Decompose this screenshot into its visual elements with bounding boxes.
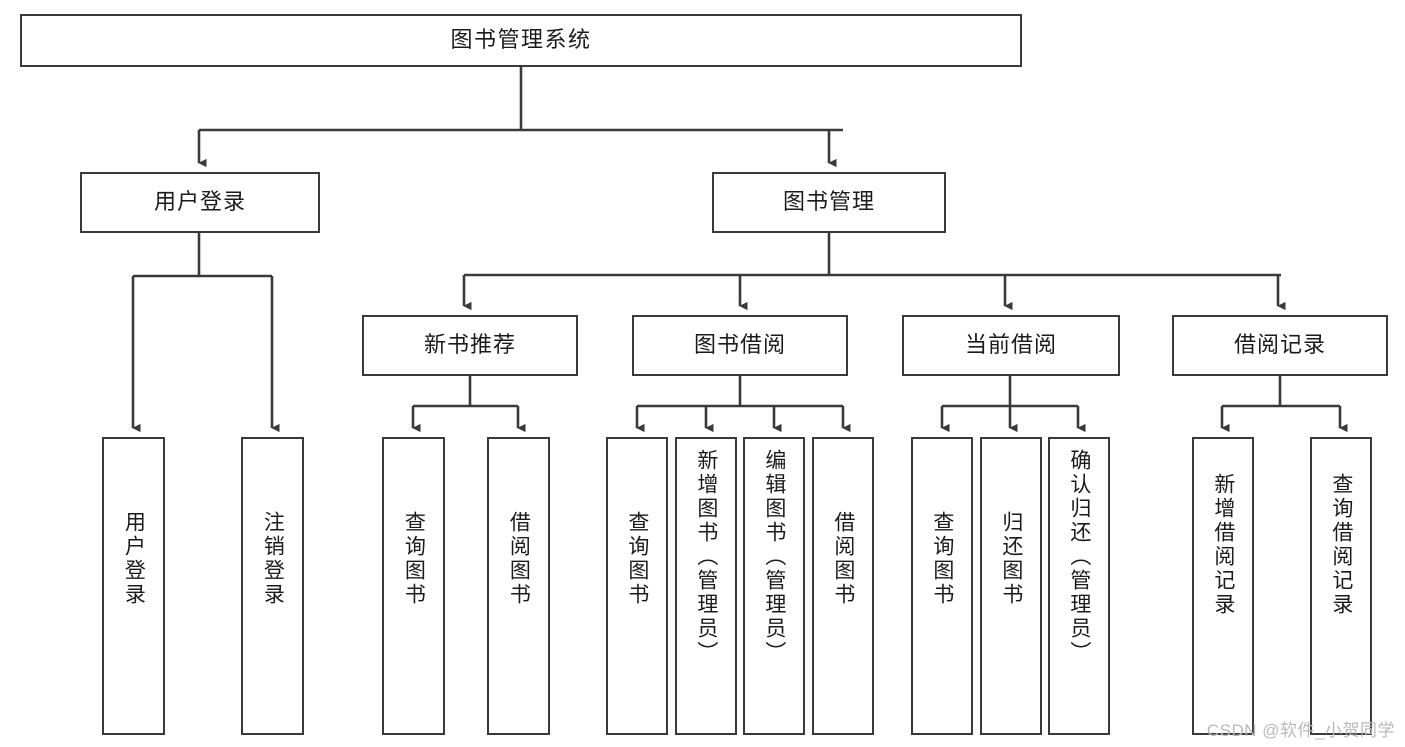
leaf-add-book[interactable]: 新增图书（管理员） — [675, 437, 737, 735]
node-label: 查询图书 — [402, 511, 426, 607]
leaf-add-borrow-record[interactable]: 新增借阅记录 — [1192, 437, 1254, 735]
node-label: 图书管理 — [782, 189, 875, 215]
node-label: 新增借阅记录 — [1211, 473, 1235, 617]
node-label: 查询借阅记录 — [1329, 473, 1353, 617]
node-label: 图书管理系统 — [450, 27, 592, 53]
leaf-return-book[interactable]: 归还图书 — [980, 437, 1042, 735]
node-label: 新增图书（管理员） — [694, 449, 718, 665]
leaf-user-login[interactable]: 用户登录 — [102, 437, 165, 735]
node-label: 用户登录 — [153, 189, 246, 215]
node-label: 当前借阅 — [964, 332, 1057, 358]
node-label: 借阅图书 — [831, 511, 855, 607]
node-book-management[interactable]: 图书管理 — [712, 172, 946, 233]
leaf-query-book-borrow[interactable]: 查询图书 — [606, 437, 668, 735]
node-label: 查询图书 — [625, 511, 649, 607]
node-label: 新书推荐 — [423, 332, 516, 358]
leaf-query-book-current[interactable]: 查询图书 — [911, 437, 973, 735]
node-book-borrow[interactable]: 图书借阅 — [632, 315, 848, 376]
node-borrow-record[interactable]: 借阅记录 — [1172, 315, 1388, 376]
node-label: 借阅图书 — [507, 511, 531, 607]
node-label: 确认归还（管理员） — [1067, 449, 1091, 665]
node-label: 归还图书 — [999, 511, 1023, 607]
leaf-confirm-return[interactable]: 确认归还（管理员） — [1048, 437, 1110, 735]
leaf-borrow-book[interactable]: 借阅图书 — [812, 437, 874, 735]
node-current-borrow[interactable]: 当前借阅 — [902, 315, 1120, 376]
node-label: 查询图书 — [930, 511, 954, 607]
leaf-query-book-recommend[interactable]: 查询图书 — [382, 437, 445, 735]
node-label: 借阅记录 — [1233, 332, 1326, 358]
leaf-logout-login[interactable]: 注销登录 — [241, 437, 304, 735]
leaf-edit-book[interactable]: 编辑图书（管理员） — [743, 437, 805, 735]
node-root-book-management-system[interactable]: 图书管理系统 — [20, 14, 1022, 67]
leaf-borrow-book-recommend[interactable]: 借阅图书 — [487, 437, 550, 735]
leaf-query-borrow-record[interactable]: 查询借阅记录 — [1310, 437, 1372, 735]
node-user-login[interactable]: 用户登录 — [80, 172, 320, 233]
node-label: 编辑图书（管理员） — [762, 449, 786, 665]
node-label: 图书借阅 — [693, 332, 786, 358]
node-label: 用户登录 — [122, 511, 146, 607]
node-new-book-recommend[interactable]: 新书推荐 — [362, 315, 578, 376]
node-label: 注销登录 — [261, 511, 285, 607]
